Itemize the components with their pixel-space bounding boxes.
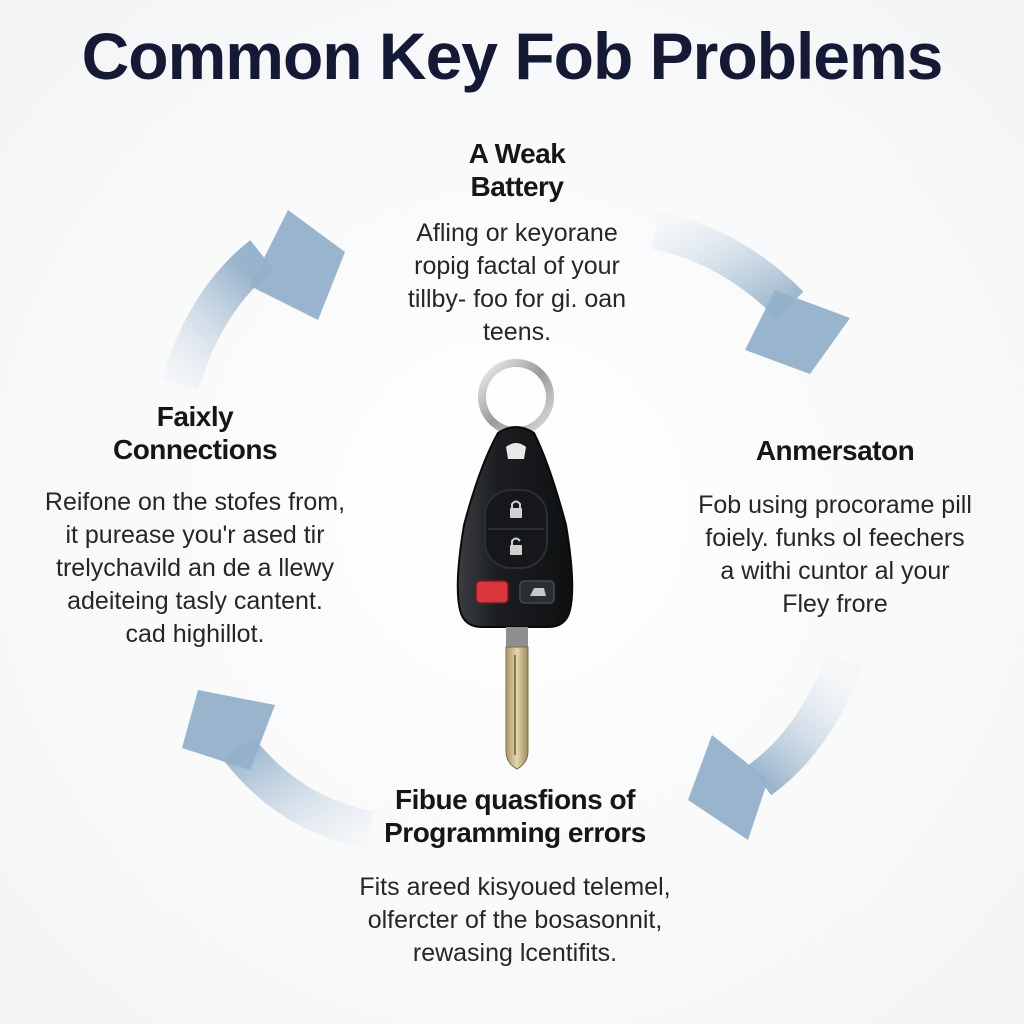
cycle-arrow-icon <box>688 653 863 840</box>
section-body: Afling or keyorane ropig factal of your … <box>352 217 682 349</box>
body-line: foiely. funks ol feechers <box>705 524 965 552</box>
body-line: cad highillot. <box>125 620 265 648</box>
section-faulty-connections: Faixly Connections Reifone on the stofes… <box>10 400 380 651</box>
heading-line: Programming errors <box>384 817 646 848</box>
heading-line: Faixly <box>156 401 234 432</box>
car-key-fob-icon <box>456 359 574 770</box>
body-line: adeiteing tasly cantent. <box>67 587 323 615</box>
body-line: Fits areed kisyoued telemel, <box>359 873 671 901</box>
body-line: Fob using procorame pill <box>698 491 972 519</box>
body-line: Fley frore <box>782 590 888 618</box>
key-ring-icon <box>478 359 554 435</box>
heading-line: Connections <box>112 434 278 465</box>
section-body: Fits areed kisyoued telemel, olfercter o… <box>300 871 730 970</box>
section-programming-errors: Fibue quasfions of Programming errors Fi… <box>300 783 730 970</box>
trunk-icon <box>519 580 555 604</box>
body-line: ropig factal of your <box>414 252 620 280</box>
heading-line: Anmersaton <box>755 435 915 466</box>
cycle-arrow-icon <box>182 690 374 849</box>
body-line: teens. <box>482 318 552 346</box>
body-line: it purease you'r ased tir <box>65 521 325 549</box>
cycle-arrow-icon <box>650 211 850 374</box>
panic-button-icon <box>475 580 509 604</box>
heading-line: Battery <box>470 171 564 202</box>
section-body: Reifone on the stofes from, it purease y… <box>10 486 380 651</box>
section-heading: A Weak Battery <box>352 137 682 203</box>
unlock-icon <box>510 537 522 555</box>
body-line: trelychavild an de a llewy <box>56 554 334 582</box>
section-anmersaton: Anmersaton Fob using procorame pill foie… <box>660 434 1010 621</box>
body-line: Reifone on the stofes from, <box>44 488 346 516</box>
section-heading: Anmersaton <box>660 434 1010 467</box>
page-title: Common Key Fob Problems <box>81 19 944 93</box>
body-line: tillby- foo for gi. oan <box>407 285 627 313</box>
cycle-arrow-icon <box>161 210 345 391</box>
heading-line: A Weak <box>468 138 566 169</box>
body-line: rewasing lcentifits. <box>412 939 618 967</box>
body-line: a withi cuntor al your <box>720 557 950 585</box>
section-heading: Fibue quasfions of Programming errors <box>300 783 730 849</box>
section-weak-battery: A Weak Battery Afling or keyorane ropig … <box>352 137 682 349</box>
section-heading: Faixly Connections <box>10 400 380 466</box>
body-line: Afling or keyorane <box>416 219 618 247</box>
section-body: Fob using procorame pill foiely. funks o… <box>660 489 1010 621</box>
lock-icon <box>510 500 522 518</box>
heading-line: Fibue quasfions of <box>395 784 635 815</box>
body-line: olfercter of the bosasonnit, <box>367 906 663 934</box>
